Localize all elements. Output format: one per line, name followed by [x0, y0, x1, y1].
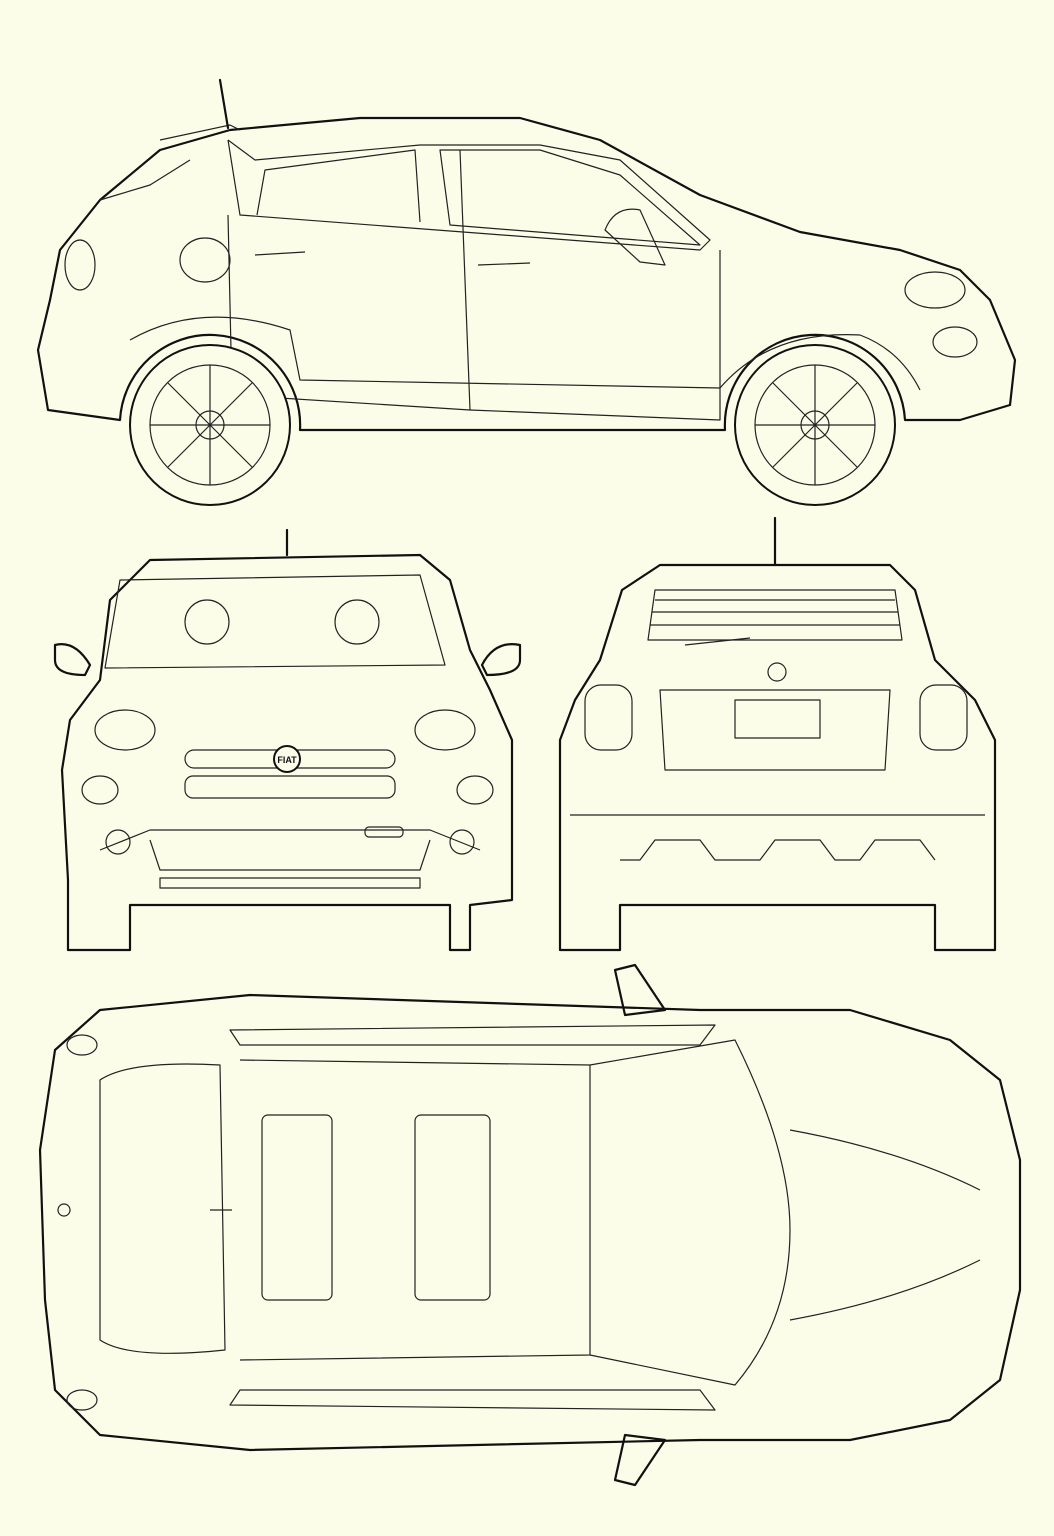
rear-view [558, 516, 997, 952]
side-view [36, 78, 1017, 506]
top-view [38, 963, 1022, 1487]
front-view: FIAT [53, 528, 522, 952]
fiat-logo-text: FIAT [277, 755, 297, 765]
fiat-logo [273, 745, 301, 773]
